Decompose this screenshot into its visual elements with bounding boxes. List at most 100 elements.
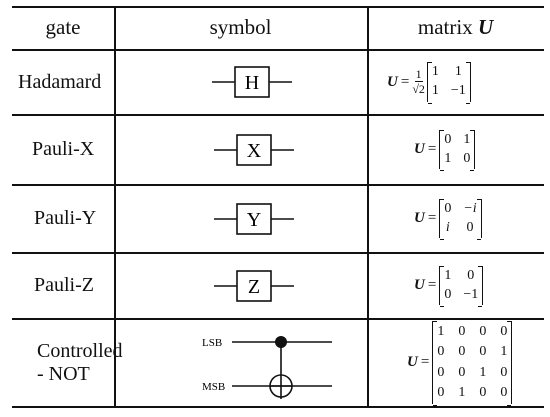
- gate-label: H: [245, 72, 259, 94]
- msb-label: MSB: [202, 381, 225, 393]
- gate-box: [236, 133, 272, 166]
- header-row: gate symbol matrix U: [12, 6, 544, 49]
- table-row: Controlled - NOT LSB MSB U = 1: [12, 319, 544, 407]
- equals-sign: =: [427, 141, 437, 157]
- gate-symbol: Y: [114, 185, 367, 252]
- gate-label: Z: [248, 276, 260, 298]
- gate-name-line: Hadamard: [18, 70, 102, 93]
- normalization-fraction: 1 √2: [412, 68, 425, 95]
- gate-name-line: - NOT: [37, 362, 90, 385]
- matrix-entry: 0: [458, 364, 466, 380]
- gate-name: Hadamard: [12, 50, 120, 114]
- lsb-label: LSB: [202, 337, 222, 349]
- row-divider: [12, 184, 544, 186]
- matrix-entry: 0: [500, 384, 508, 400]
- header-symbol: symbol: [209, 15, 272, 39]
- matrix-entry: i: [445, 219, 450, 235]
- pauli-x-matrix: U = 0 1 1 0: [414, 129, 476, 172]
- fraction-numerator: 1: [414, 67, 423, 82]
- header-matrix-label: matrix: [417, 15, 473, 39]
- gate-name: Pauli-Y: [12, 185, 136, 252]
- matrix-entry: 1: [458, 384, 466, 400]
- row-divider: [12, 318, 544, 320]
- gate-name: Controlled - NOT: [12, 319, 139, 406]
- table-row: Pauli-X X U = 0 1 1 0: [12, 115, 544, 184]
- matrix-cell: U = 1 0 0 −1: [367, 253, 550, 318]
- gate-name-line: Controlled: [37, 339, 123, 362]
- matrix-bracket: 1 1 1 −1: [426, 62, 471, 104]
- matrix-entry: −i: [463, 200, 477, 216]
- matrix-entry: 1: [454, 64, 462, 80]
- gate-symbol: H: [114, 50, 367, 114]
- table-bottom-border: [12, 406, 544, 408]
- gates-table: gate symbol matrix U Hadamard H U = 1: [12, 6, 544, 408]
- equals-sign: =: [400, 73, 410, 90]
- pauli-x-gate-symbol: X: [214, 133, 294, 166]
- matrix-grid: 1 0 0 −1: [444, 267, 478, 305]
- matrix-entry: 1: [437, 323, 445, 339]
- header-matrix-var: U: [477, 15, 494, 39]
- hadamard-gate-symbol: H: [212, 66, 292, 98]
- matrix-entry: 0: [437, 344, 445, 360]
- gate-name-line: Pauli-Z: [34, 274, 94, 296]
- matrix-entry: 0: [458, 344, 466, 360]
- matrix-bracket: 1 0 0 0 0 0 0 1 0 0 1 0 0 1 0: [432, 320, 513, 407]
- matrix-bracket: 1 0 0 −1: [439, 265, 484, 308]
- header-gate: gate: [45, 15, 81, 39]
- gate-symbol: Z: [114, 253, 367, 318]
- gate-label: X: [247, 140, 262, 162]
- matrix-symbol: U: [414, 141, 425, 157]
- matrix-symbol: U: [414, 277, 425, 293]
- gate-name: Pauli-Z: [12, 253, 136, 318]
- matrix-grid: 0 1 1 0: [444, 131, 470, 169]
- matrix-symbol: U: [407, 354, 418, 370]
- pauli-y-matrix: U = 0 −i i 0: [414, 198, 482, 241]
- table-top-border: [12, 6, 544, 8]
- matrix-entry: 1: [500, 344, 508, 360]
- matrix-entry: −1: [463, 286, 479, 302]
- matrix-cell: U = 1 0 0 0 0 0 0 1 0 0 1 0: [367, 319, 550, 407]
- gate-box: [234, 66, 270, 98]
- matrix-entry: 0: [444, 131, 452, 147]
- matrix-entry: 1: [463, 131, 471, 147]
- pauli-z-gate-symbol: Z: [214, 269, 294, 302]
- equals-sign: =: [420, 354, 430, 370]
- matrix-entry: 0: [479, 384, 487, 400]
- hadamard-matrix: U = 1 √2 1 1 1 −1: [387, 62, 471, 104]
- matrix-entry: 1: [444, 267, 452, 283]
- matrix-entry: 0: [479, 323, 487, 339]
- matrix-entry: 1: [444, 150, 452, 166]
- matrix-entry: 0: [437, 384, 445, 400]
- gate-symbol: X: [114, 115, 367, 184]
- gate-name-line: Pauli-X: [32, 138, 95, 160]
- matrix-cell: U = 1 √2 1 1 1 −1: [367, 50, 550, 114]
- matrix-entry: 0: [467, 267, 475, 283]
- matrix-bracket: 0 1 1 0: [439, 129, 476, 172]
- matrix-cell: U = 0 −i i 0: [367, 185, 550, 252]
- column-divider: [367, 6, 369, 408]
- matrix-entry: 1: [431, 64, 439, 80]
- pauli-z-matrix: U = 1 0 0 −1: [414, 265, 484, 308]
- table-row: Pauli-Z Z U = 1 0 0 −1: [12, 253, 544, 318]
- gate-name: Pauli-X: [12, 115, 134, 184]
- matrix-entry: 0: [444, 286, 452, 302]
- matrix-entry: 1: [431, 83, 439, 98]
- matrix-entry: 0: [500, 364, 508, 380]
- matrix-entry: 1: [479, 364, 487, 380]
- matrix-grid: 1 0 0 0 0 0 0 1 0 0 1 0 0 1 0: [437, 322, 507, 403]
- pauli-y-gate-symbol: Y: [214, 202, 294, 235]
- cnot-matrix: U = 1 0 0 0 0 0 0 1 0 0 1 0: [407, 320, 513, 407]
- matrix-entry: −1: [450, 83, 466, 98]
- matrix-cell: U = 0 1 1 0: [367, 115, 550, 184]
- matrix-entry: 0: [479, 344, 487, 360]
- matrix-symbol: U: [414, 210, 425, 226]
- matrix-entry: 0: [437, 364, 445, 380]
- equals-sign: =: [427, 277, 437, 293]
- table-row: Hadamard H U = 1 √2 1 1: [12, 50, 544, 114]
- column-divider: [114, 6, 116, 408]
- matrix-bracket: 0 −i i 0: [439, 198, 482, 241]
- matrix-entry: 0: [500, 323, 508, 339]
- header-matrix: matrix U: [367, 6, 544, 49]
- gate-label: Y: [247, 209, 261, 231]
- gate-box: [236, 269, 272, 302]
